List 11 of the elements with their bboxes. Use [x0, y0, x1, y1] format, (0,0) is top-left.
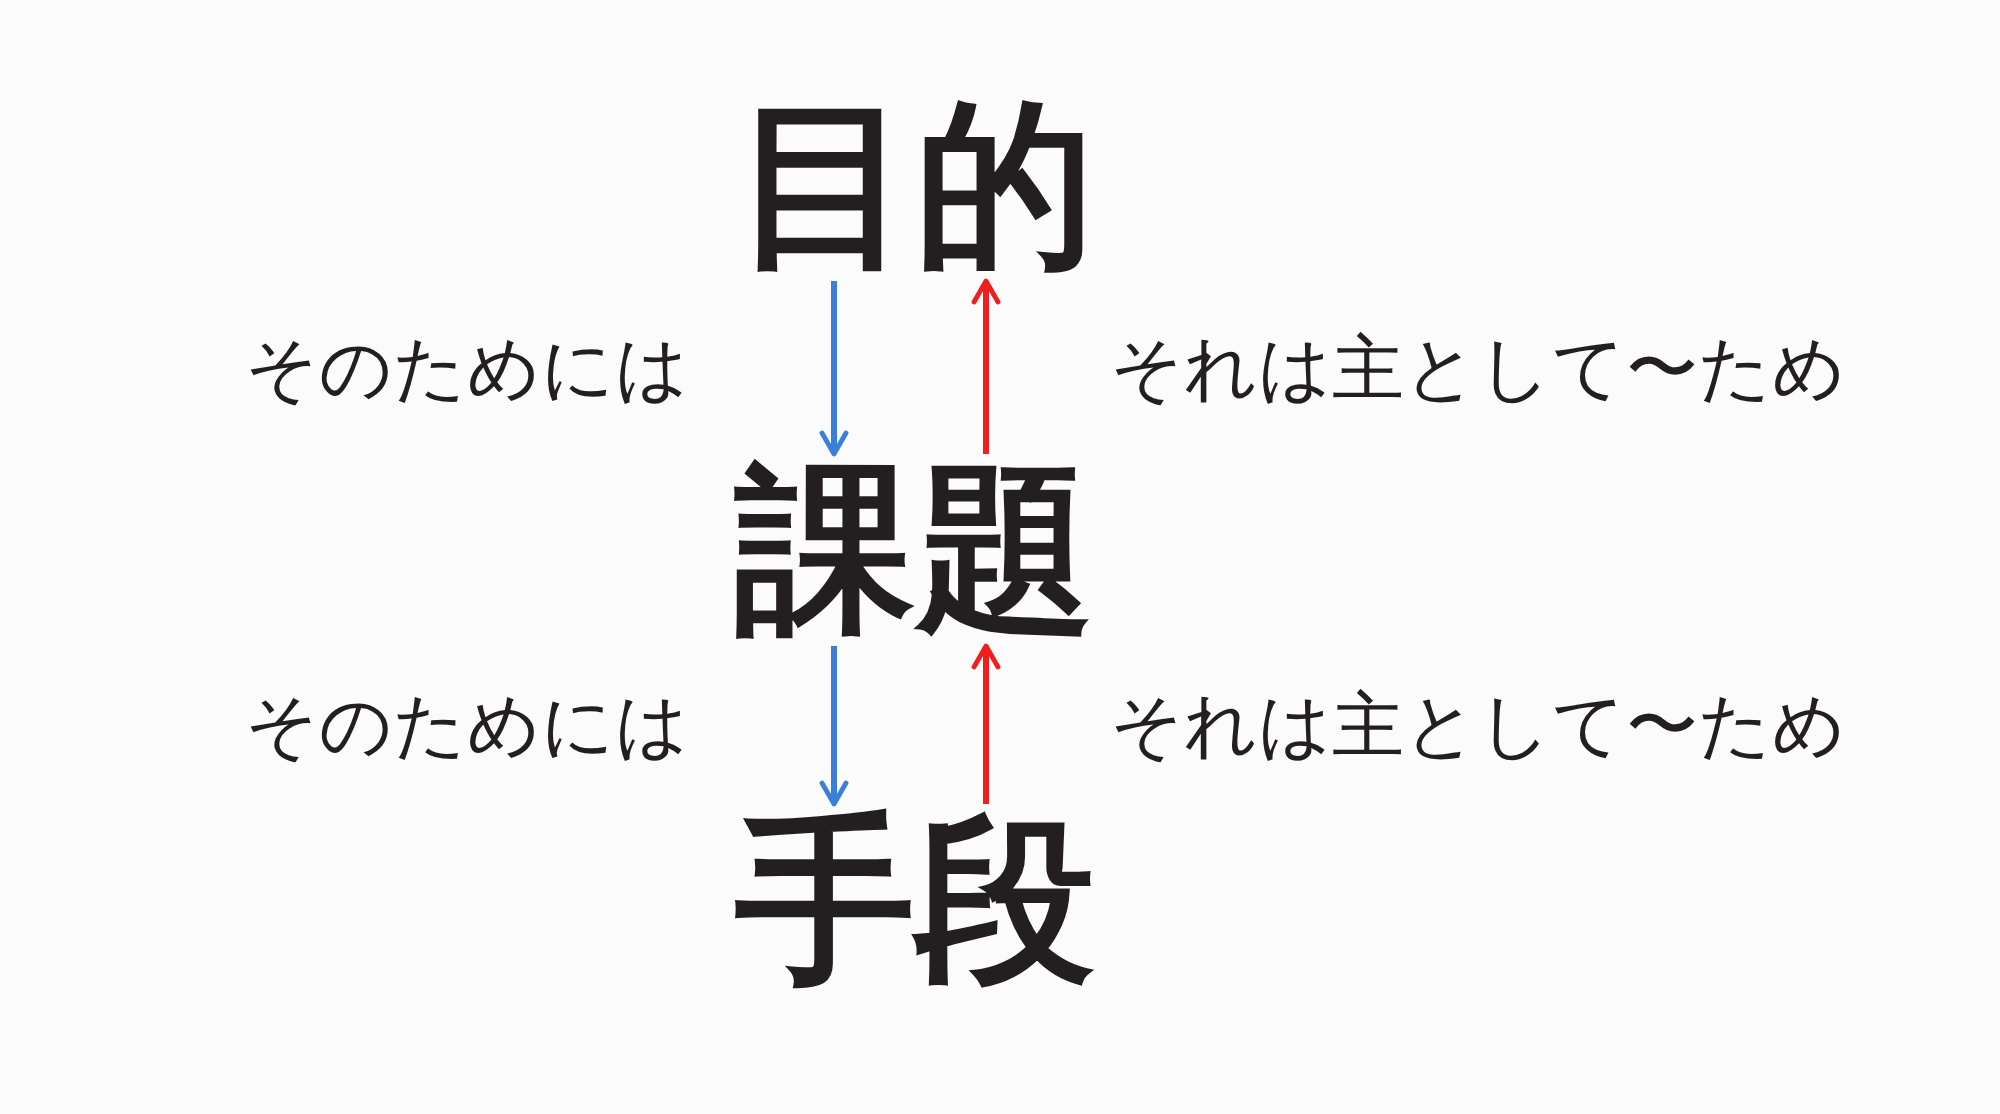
edge-label: そのためには — [245, 331, 689, 404]
heading-text: 手段 — [735, 810, 1095, 990]
arrow — [971, 643, 1001, 804]
arrow — [819, 646, 849, 807]
arrow — [971, 278, 1001, 454]
heading-text: 課題 — [735, 460, 1095, 640]
edge-label: それは主として〜ため — [1110, 689, 1846, 761]
arrow — [819, 281, 849, 457]
edge-label: そのためには — [245, 689, 689, 761]
heading-text: 目的 — [735, 95, 1095, 275]
edge-label: それは主として〜ため — [1110, 331, 1846, 404]
